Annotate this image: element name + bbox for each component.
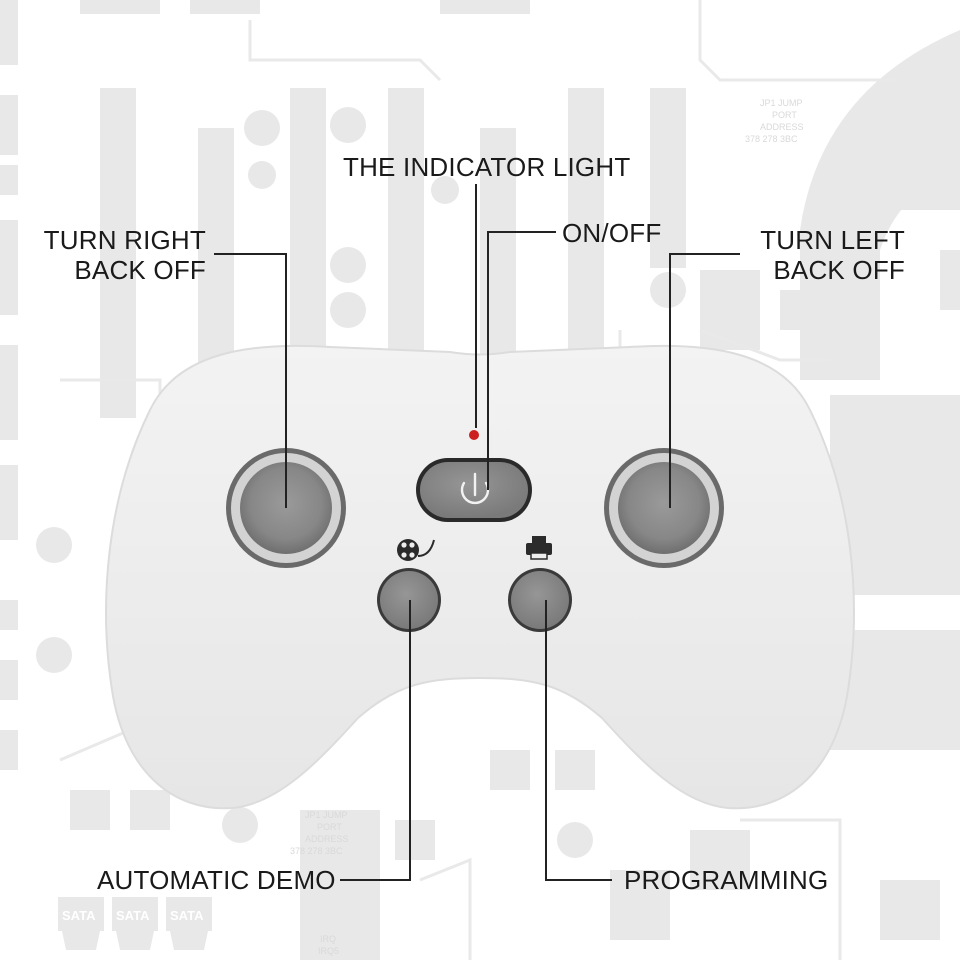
board-address-2: ADDRESS [305,834,349,844]
sata-label-1: SATA [62,908,96,923]
board-port-2: PORT [317,822,342,832]
board-jump-title-2: JP1 JUMP [305,810,348,820]
power-button[interactable] [416,458,532,522]
board-cols: 378 278 3BC [745,134,798,144]
board-irq: IRQ [320,934,336,944]
right-joystick[interactable] [604,448,724,568]
label-automatic-demo: AUTOMATIC DEMO [97,865,336,895]
leader-programming [545,600,612,881]
leader-demo [340,600,411,881]
board-port: PORT [772,110,797,120]
board-print: JP1 JUMP PORT ADDRESS 378 278 3BC JP1 JU… [290,98,804,956]
leader-turn-right [214,253,287,508]
label-turn-left: TURN LEFT BACK OFF [745,225,905,285]
label-turn-left-line1: TURN LEFT [760,225,905,255]
film-reel-icon [397,539,435,561]
sata-labels: SATA SATA SATA [62,908,204,923]
label-turn-right: TURN RIGHT BACK OFF [40,225,206,285]
board-irq-values: IRQ5 [318,946,339,956]
programming-button[interactable] [508,568,572,632]
board-jump-title: JP1 JUMP [760,98,803,108]
label-turn-left-line2: BACK OFF [773,255,905,285]
board-address: ADDRESS [760,122,804,132]
leader-turn-left [669,253,740,508]
label-turn-right-line1: TURN RIGHT [43,225,206,255]
sata-label-3: SATA [170,908,204,923]
controller-body [105,344,855,810]
label-on-off: ON/OFF [562,218,662,248]
leader-lines [214,184,740,881]
label-indicator-light: THE INDICATOR LIGHT [343,152,631,182]
indicator-light [469,430,479,440]
label-turn-right-line2: BACK OFF [74,255,206,285]
sata-label-2: SATA [116,908,150,923]
leader-on-off [487,231,556,490]
board-cols-2: 378 278 3BC [290,846,343,856]
label-programming: PROGRAMMING [624,865,829,895]
printer-icon [526,536,552,560]
